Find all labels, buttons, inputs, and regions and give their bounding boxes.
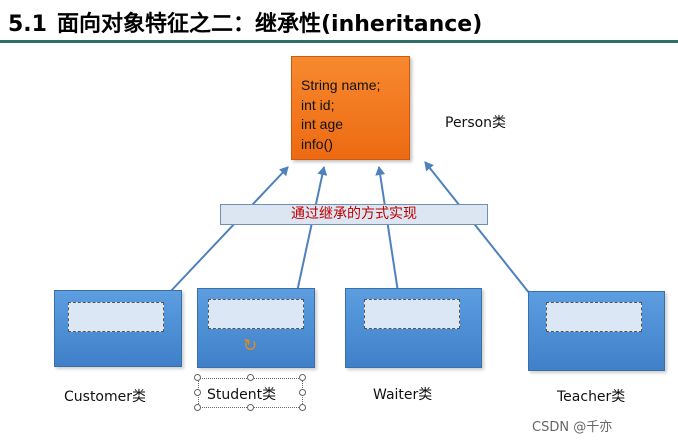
arrow-student: [296, 166, 328, 293]
arrow-customer: [169, 166, 289, 293]
person-class-label: Person类: [445, 115, 507, 131]
resize-handle-top[interactable]: [247, 374, 254, 381]
field-age: int age: [301, 116, 344, 132]
resize-handle-bottom-right[interactable]: [299, 404, 306, 411]
arrow-waiter: [375, 166, 399, 293]
slide-title: 5.1 面向对象特征之二：继承性(inheritance): [8, 6, 482, 38]
customer-inner-field: [68, 302, 164, 332]
student-class-label[interactable]: Student类: [207, 387, 277, 403]
customer-class-label: Customer类: [64, 389, 147, 405]
teacher-class-label: Teacher类: [557, 389, 626, 405]
inheritance-bar[interactable]: 通过继承的方式实现: [220, 204, 488, 225]
person-class-box[interactable]: String name; int id; int age info(): [291, 56, 410, 160]
student-class-box[interactable]: [197, 288, 315, 368]
waiter-class-label: Waiter类: [373, 387, 433, 403]
student-inner-field: [208, 299, 304, 329]
section-number: 5.1: [8, 12, 47, 37]
resize-handle-top-right[interactable]: [299, 374, 306, 381]
waiter-class-box[interactable]: [345, 288, 482, 368]
arrow-teacher: [424, 161, 531, 295]
method-info: info(): [301, 135, 333, 152]
resize-handle-top-left[interactable]: [194, 374, 201, 381]
title-divider: [0, 40, 678, 43]
rotate-handle-icon[interactable]: ↻: [243, 336, 258, 356]
resize-handle-bottom[interactable]: [247, 404, 254, 411]
resize-handle-bottom-left[interactable]: [194, 404, 201, 411]
resize-handle-left[interactable]: [194, 389, 201, 396]
customer-class-box[interactable]: [54, 290, 182, 367]
csdn-watermark: CSDN @千亦: [532, 420, 613, 435]
resize-handle-right[interactable]: [299, 389, 306, 396]
title-text: 面向对象特征之二：继承性(inheritance): [56, 12, 483, 37]
teacher-inner-field: [546, 302, 642, 332]
field-id: int id;: [301, 96, 335, 113]
field-name: String name;: [301, 77, 381, 93]
waiter-inner-field: [364, 299, 460, 329]
teacher-class-box[interactable]: [528, 291, 665, 371]
